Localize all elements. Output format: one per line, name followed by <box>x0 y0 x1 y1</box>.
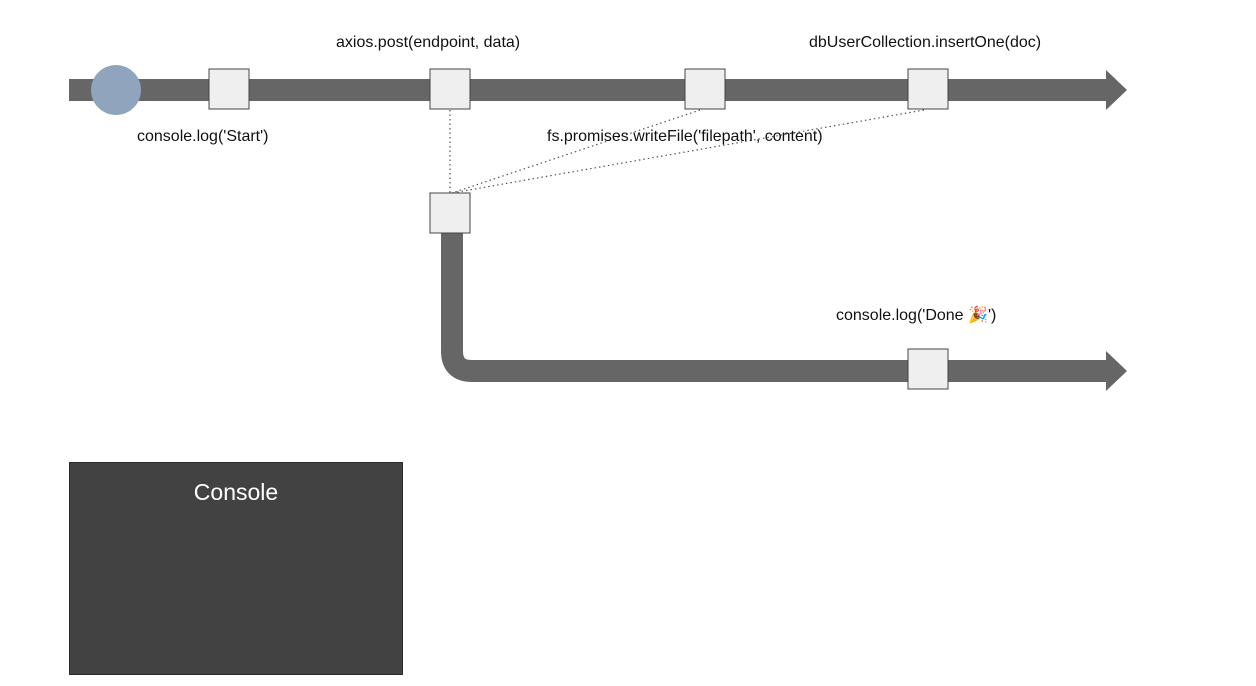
label-fs-write-file: fs.promises.writeFile('filepath', conten… <box>547 128 823 145</box>
node-console-log-start <box>208 68 250 110</box>
dotted-connectors <box>449 109 925 194</box>
node-fs-write-file <box>684 68 726 110</box>
node-db-insert-one <box>907 68 949 110</box>
main-arrowhead <box>1106 70 1127 110</box>
connector-insertone <box>451 109 925 194</box>
branch-arrowhead <box>1106 351 1127 391</box>
node-promise-all <box>429 192 471 234</box>
label-axios-post: axios.post(endpoint, data) <box>336 34 521 51</box>
start-node <box>91 65 141 115</box>
main-timeline <box>69 70 1127 110</box>
console-panel: Console <box>69 462 403 675</box>
node-axios-post <box>429 68 471 110</box>
label-console-log-start: console.log('Start') <box>137 128 269 145</box>
label-db-insert-one: dbUserCollection.insertOne(doc) <box>809 34 1042 51</box>
branch-timeline <box>441 233 1127 391</box>
label-console-log-done: console.log('Done 🎉') <box>836 307 997 324</box>
node-console-log-done <box>907 348 949 390</box>
connector-writefile <box>451 109 701 194</box>
console-title: Console <box>193 479 279 505</box>
main-track <box>69 79 1109 101</box>
branch-track <box>441 233 1109 382</box>
